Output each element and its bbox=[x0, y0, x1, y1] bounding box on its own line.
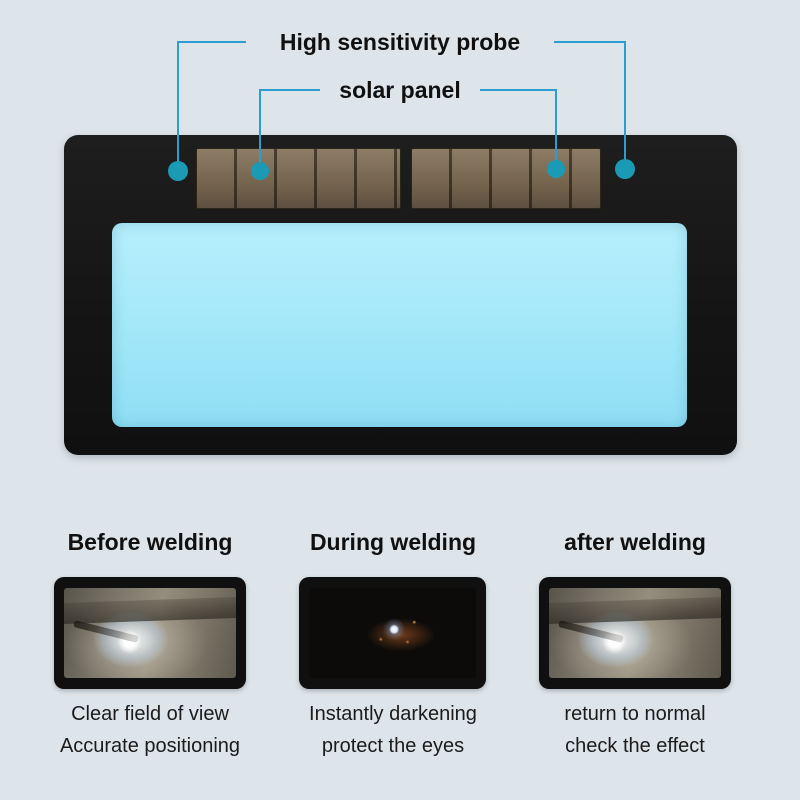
lens-frame-after bbox=[539, 577, 731, 689]
stage-title-during: During welding bbox=[309, 529, 477, 555]
scene-after-welding bbox=[549, 588, 721, 678]
solar-annotation-label: solar panel bbox=[339, 77, 461, 103]
lens-frame-during bbox=[299, 577, 486, 689]
scene-during-welding bbox=[309, 588, 476, 678]
caption-before-line2: Accurate positioning bbox=[59, 735, 241, 757]
solar-panel-right bbox=[411, 148, 601, 209]
stage-title-before: Before welding bbox=[67, 529, 233, 555]
stage-title-after: after welding bbox=[564, 529, 706, 555]
caption-after-line2: check the effect bbox=[565, 735, 705, 757]
caption-before-line1: Clear field of view bbox=[71, 703, 229, 725]
caption-after-line1: return to normal bbox=[564, 703, 706, 725]
scene-before-welding bbox=[64, 588, 236, 678]
caption-during-line2: protect the eyes bbox=[321, 735, 465, 757]
probe-annotation-label: High sensitivity probe bbox=[279, 29, 521, 55]
welding-lens-device bbox=[64, 135, 737, 455]
lens-window bbox=[112, 223, 687, 427]
lens-frame-before bbox=[54, 577, 246, 689]
caption-during-line1: Instantly darkening bbox=[309, 703, 477, 725]
solar-panel-left bbox=[196, 148, 401, 209]
